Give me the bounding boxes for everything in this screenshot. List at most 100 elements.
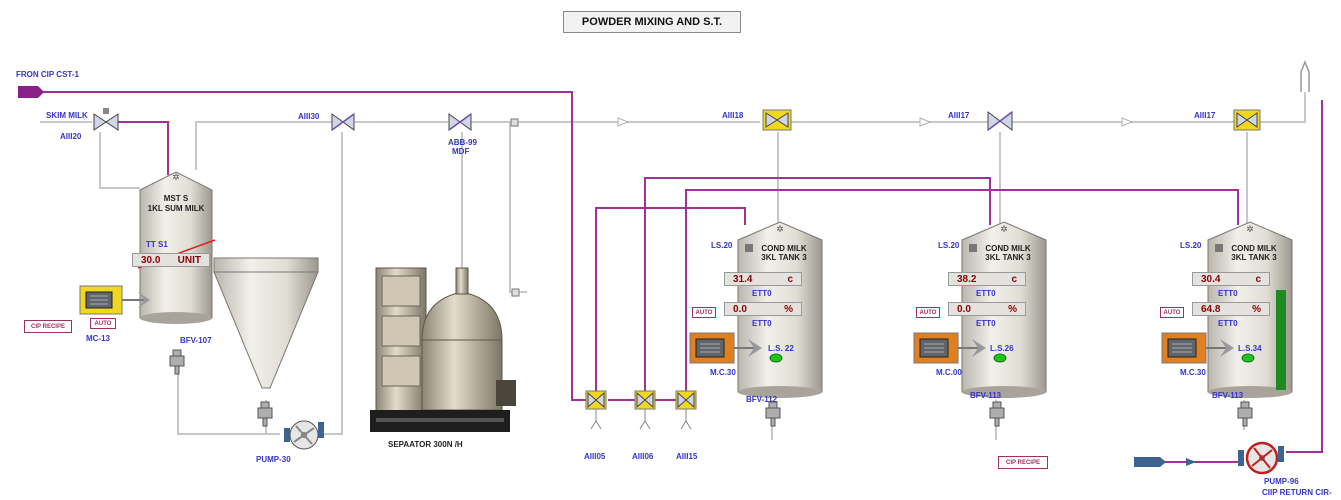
valve-label-aiii20: AIII20 xyxy=(60,132,82,141)
valve-label-mdf: MDF xyxy=(452,147,470,156)
tank3-temp: 30.4 xyxy=(1201,274,1221,285)
tank2-temp: 38.2 xyxy=(957,274,977,285)
tank1-motor-label: M.C.30 xyxy=(710,368,736,377)
valve-label-abb99: ABB-99 xyxy=(448,138,477,147)
tank3-ett1: ETT0 xyxy=(1218,289,1238,298)
pump-96[interactable] xyxy=(1238,441,1284,475)
svg-text:✲: ✲ xyxy=(1246,224,1254,234)
tank3-ls-bot: L.S.34 xyxy=(1238,344,1262,353)
cip-recipe-button-1[interactable]: CIP RECIPE xyxy=(24,320,72,333)
tank1-temp-unit: c xyxy=(787,274,793,285)
tank3-motor-label: M.C.30 xyxy=(1180,368,1206,377)
tank2-ett2: ETT0 xyxy=(976,319,996,328)
tank3-valve-label: BFV-113 xyxy=(1212,391,1244,400)
vent-outlet xyxy=(1300,59,1310,92)
svg-text:✲: ✲ xyxy=(172,172,180,182)
tank3-temp-box[interactable]: 30.4 c xyxy=(1192,272,1270,286)
tank1-level-box[interactable]: 0.0 % xyxy=(724,302,802,316)
flow-arrow xyxy=(1186,458,1196,466)
separator-label: SEPAATOR 300N /H xyxy=(388,440,463,449)
valve-bfv113a[interactable] xyxy=(989,401,1005,427)
tank3-name: COND MILK xyxy=(1231,244,1277,253)
tank2-temp-box[interactable]: 38.2 c xyxy=(948,272,1026,286)
tank2-ls-top: LS.20 xyxy=(938,241,960,250)
valve-aiii20[interactable] xyxy=(93,108,119,131)
valve-bfv-pump[interactable] xyxy=(257,401,273,427)
valve-label-aiii06: AIII06 xyxy=(632,452,654,461)
mst-tank: ✲ xyxy=(137,171,216,324)
svg-text:✲: ✲ xyxy=(1000,224,1008,234)
valve-bfv112[interactable] xyxy=(765,401,781,427)
flow-arrows xyxy=(617,117,1134,127)
pump-96-label: PUMP-96 xyxy=(1264,477,1299,486)
tank3-level: 64.8 xyxy=(1201,304,1221,315)
mst-auto-button[interactable]: AUTO xyxy=(90,318,116,329)
tank3-ls-top: LS.20 xyxy=(1180,241,1202,250)
mst-name: MST S xyxy=(163,194,189,203)
pump-30-label: PUMP-30 xyxy=(256,455,291,464)
motor-mc30b[interactable] xyxy=(1161,332,1234,364)
valve-aiii05[interactable] xyxy=(585,390,607,430)
skim-milk-label: SKIM MILK xyxy=(46,111,88,120)
cip-source-arrow xyxy=(18,86,44,98)
valve-aiii17a[interactable] xyxy=(987,111,1013,131)
page-title: POWDER MIXING AND S.T. xyxy=(563,11,741,33)
tank1-auto-button[interactable]: AUTO xyxy=(692,307,716,318)
tank3-level-box[interactable]: 64.8 % xyxy=(1192,302,1270,316)
tank1-level: 0.0 xyxy=(733,304,747,315)
tank1-ett1: ETT0 xyxy=(752,289,772,298)
tank1-temp: 31.4 xyxy=(733,274,753,285)
tank1-ls-top: LS.20 xyxy=(711,241,733,250)
mst-value: 30.0 xyxy=(141,255,161,266)
svg-text:✲: ✲ xyxy=(776,224,784,234)
tank1-name: COND MILK xyxy=(761,244,807,253)
valve-abb99[interactable] xyxy=(448,113,472,131)
tank1-ls-bot: L.S. 22 xyxy=(768,344,794,353)
valve-label-aiii18: AIII18 xyxy=(722,111,744,120)
valve-aiii18[interactable] xyxy=(762,109,792,131)
mst-tt-label: TT S1 xyxy=(146,240,168,249)
mst-valve-label: BFV-107 xyxy=(180,336,212,345)
mst-motor[interactable] xyxy=(79,285,150,315)
separator-machine xyxy=(370,267,516,432)
tank2-motor-label: M.C.00 xyxy=(936,368,962,377)
mst-desc: 1KL SUM MILK xyxy=(147,204,205,213)
tank2-name: COND MILK xyxy=(985,244,1031,253)
mst-unit: UNIT xyxy=(177,255,201,266)
tank2-auto-button[interactable]: AUTO xyxy=(916,307,940,318)
tank3-level-unit: % xyxy=(1252,304,1261,315)
valve-bfv107[interactable] xyxy=(169,349,185,375)
junction-box xyxy=(510,118,519,127)
tank2-temp-unit: c xyxy=(1011,274,1017,285)
valve-aiii06[interactable] xyxy=(634,390,656,430)
cip-pipes xyxy=(40,91,1323,463)
return-source-arrow xyxy=(1134,457,1166,467)
tank2-ls-bot: L.S.26 xyxy=(990,344,1014,353)
pump-30[interactable] xyxy=(284,420,324,450)
valve-label-aiii05: AIII05 xyxy=(584,452,606,461)
powder-hopper xyxy=(213,257,319,389)
motor-mc30a[interactable] xyxy=(689,332,762,364)
valve-aiii30[interactable] xyxy=(331,113,355,131)
tank2-desc: 3KL TANK 3 xyxy=(985,253,1031,262)
valve-bfv113b[interactable] xyxy=(1237,401,1253,427)
valve-aiii17b[interactable] xyxy=(1233,109,1261,131)
tank3-temp-unit: c xyxy=(1255,274,1261,285)
valve-label-aiii17b: AIII17 xyxy=(1194,111,1216,120)
cip-return-label: CIIP RETURN CIR- xyxy=(1262,488,1332,497)
valve-label-aiii17a: AIII17 xyxy=(948,111,970,120)
tank3-auto-button[interactable]: AUTO xyxy=(1160,307,1184,318)
motor-mc00[interactable] xyxy=(913,332,986,364)
tank2-valve-label: BFV-113 xyxy=(970,391,1002,400)
tank1-ett2: ETT0 xyxy=(752,319,772,328)
tank2-level-box[interactable]: 0.0 % xyxy=(948,302,1026,316)
tank1-temp-box[interactable]: 31.4 c xyxy=(724,272,802,286)
tank3-desc: 3KL TANK 3 xyxy=(1231,253,1277,262)
mst-value-box[interactable]: 30.0 UNIT xyxy=(132,253,210,267)
junction-box xyxy=(511,288,520,297)
cip-recipe-button-2[interactable]: CIP RECIPE xyxy=(998,456,1048,469)
level-bar-tank-3 xyxy=(1276,290,1286,390)
valve-label-aiii15: AIII15 xyxy=(676,452,698,461)
valve-aiii15[interactable] xyxy=(675,390,697,430)
